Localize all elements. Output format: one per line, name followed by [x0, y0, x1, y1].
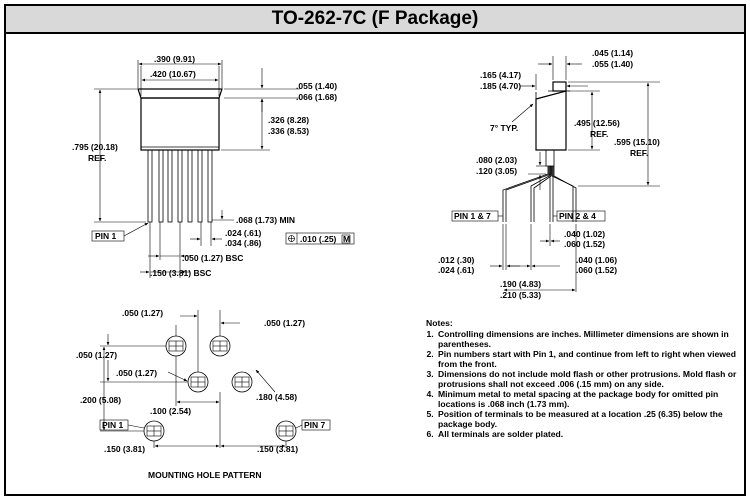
side-leadt-top: .012 (.30)	[438, 255, 475, 265]
side-thick-top: .165 (4.17)	[480, 70, 521, 80]
side-off1-top: .040 (1.02)	[564, 229, 605, 239]
hole-3	[187, 371, 209, 393]
page-title: TO-262-7C (F Package)	[271, 8, 479, 29]
side-form-top: .080 (2.03)	[476, 155, 517, 165]
mounting-pattern: .050 (1.27) .050 (1.27) .050 (1.27) .050…	[76, 308, 331, 480]
side-row-top: .190 (4.83)	[500, 279, 541, 289]
side-tabt-top: .045 (1.14)	[592, 48, 633, 58]
front-tab	[137, 88, 223, 99]
side-form-bottom: .120 (3.05)	[476, 166, 517, 176]
front-lead-length: .068 (1.73) MIN	[236, 215, 295, 225]
side-tabt-bottom: .055 (1.40)	[592, 59, 633, 69]
mount-pin7-label: PIN 7	[304, 420, 326, 430]
front-leads	[147, 149, 213, 278]
side-leads	[502, 166, 577, 222]
side-leadt-bottom: .024 (.61)	[438, 265, 475, 275]
side-totalh-bottom: REF.	[630, 148, 648, 158]
side-off2-bottom: .060 (1.52)	[576, 265, 617, 275]
notes-heading: Notes:	[426, 318, 453, 328]
hole-7	[275, 420, 297, 442]
side-view: .045 (1.14) .055 (1.40) .165 (4.17) .185…	[438, 48, 660, 300]
front-body-bottom: .336 (8.53)	[268, 126, 309, 136]
side-pin24-label: PIN 2 & 4	[559, 211, 596, 221]
front-span: .150 (3.81) BSC	[150, 268, 211, 278]
mount-050d: .050 (1.27)	[116, 368, 157, 378]
front-width-top: .390 (9.91)	[154, 54, 195, 64]
mount-050b: .050 (1.27)	[264, 318, 305, 328]
tolerance-frame	[285, 232, 355, 245]
outer-border	[4, 32, 746, 496]
tolerance-modifier: M	[343, 234, 350, 244]
mount-150-right: .150 (3.81)	[257, 444, 298, 454]
mount-pin1-label: PIN 1	[102, 420, 124, 430]
front-pin1-label: PIN 1	[95, 231, 117, 241]
side-thick-bottom: .185 (4.70)	[480, 81, 521, 91]
title-bar: TO-262-7C (F Package)	[4, 4, 746, 34]
front-leadw-bottom: .034 (.86)	[225, 238, 262, 248]
side-row-bottom: .210 (5.33)	[500, 290, 541, 300]
side-pin17-label: PIN 1 & 7	[454, 211, 491, 221]
hole-5	[231, 371, 253, 393]
side-totalh-top: .595 (15.10)	[614, 137, 660, 147]
front-view: .390 (9.91) .420 (10.67) .055 (1.40) .06…	[72, 54, 355, 278]
mount-150-left: .150 (3.81)	[104, 444, 145, 454]
front-pitch: .050 (1.27) BSC	[182, 253, 243, 263]
notes-list: Controlling dimensions are inches. Milli…	[426, 329, 742, 439]
front-leadw-top: .024 (.61)	[225, 228, 262, 238]
note-6: All terminals are solder plated.	[436, 429, 742, 439]
side-bodyh-top: .495 (12.56)	[574, 118, 620, 128]
note-2: Pin numbers start with Pin 1, and contin…	[436, 349, 742, 369]
mount-180: .180 (4.58)	[256, 392, 297, 402]
note-5: Position of terminals to be measured at …	[436, 409, 742, 429]
side-tab	[552, 81, 567, 92]
note-1: Controlling dimensions are inches. Milli…	[436, 329, 742, 349]
note-4: Minimum metal to metal spacing at the pa…	[436, 389, 742, 409]
side-off2-top: .040 (1.06)	[576, 255, 617, 265]
notes-block: Notes: Controlling dimensions are inches…	[426, 318, 742, 439]
mount-200: .200 (5.08)	[80, 395, 121, 405]
front-tab-bottom: .066 (1.68)	[296, 92, 337, 102]
side-angle: 7° TYP.	[490, 123, 518, 133]
mount-caption: MOUNTING HOLE PATTERN	[148, 470, 261, 480]
hole-1	[143, 420, 165, 442]
front-body	[140, 97, 220, 151]
side-off1-bottom: .060 (1.52)	[564, 239, 605, 249]
front-height-bottom: REF.	[88, 153, 106, 163]
mount-100: .100 (2.54)	[150, 406, 191, 416]
note-3: Dimensions do not include mold flash or …	[436, 369, 742, 389]
front-height-top: .795 (20.18)	[72, 142, 118, 152]
mount-050c: .050 (1.27)	[76, 350, 117, 360]
mount-050a: .050 (1.27)	[122, 308, 163, 318]
hole-4	[209, 335, 231, 357]
front-body-top: .326 (8.28)	[268, 115, 309, 125]
tolerance-value: .010 (.25)	[300, 234, 337, 244]
side-body	[535, 90, 567, 151]
front-tab-top: .055 (1.40)	[296, 81, 337, 91]
front-width-bottom: .420 (10.67)	[150, 69, 196, 79]
hole-2	[165, 335, 187, 357]
side-bodyh-bottom: REF.	[590, 129, 608, 139]
